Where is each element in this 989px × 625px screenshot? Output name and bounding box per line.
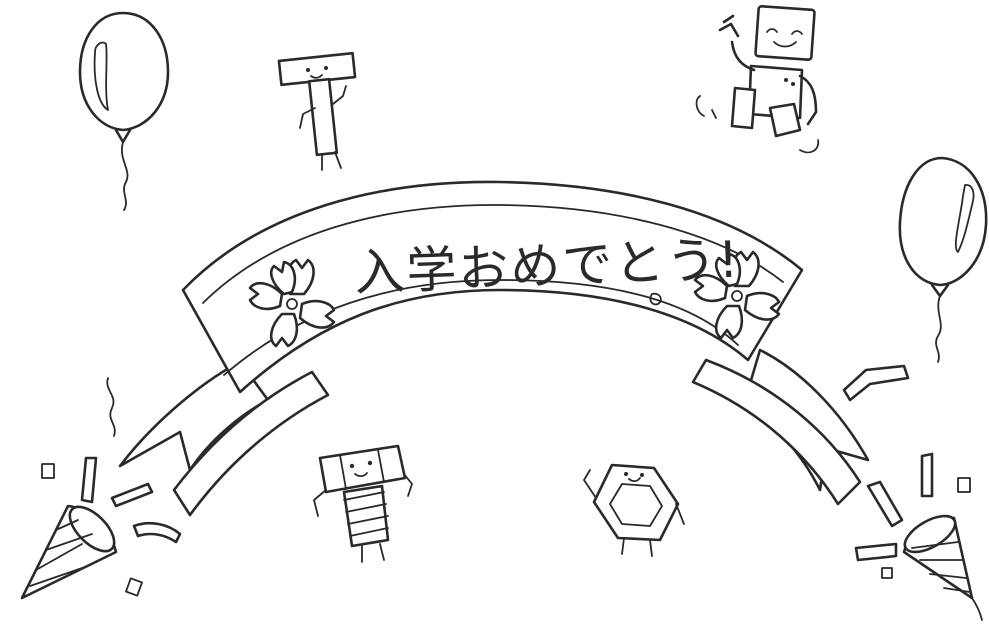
- balloon-right-icon: [898, 156, 988, 363]
- screw-character-icon: [313, 444, 413, 563]
- letter-t-character-icon: [277, 51, 357, 171]
- hex-nut-character-icon: [583, 463, 685, 557]
- party-popper-left-icon: [20, 504, 118, 600]
- party-popper-right-icon: [902, 514, 983, 621]
- confetti-icon: [41, 292, 971, 597]
- balloon-left-icon: [78, 11, 170, 211]
- robot-character-icon: [695, 5, 820, 154]
- sakura-flower-left-icon: [248, 258, 336, 348]
- banner-text: 入学おめでとう!: [353, 231, 741, 302]
- sakura-flower-right-icon: [693, 250, 781, 340]
- ribbon-banner-icon: [118, 180, 870, 517]
